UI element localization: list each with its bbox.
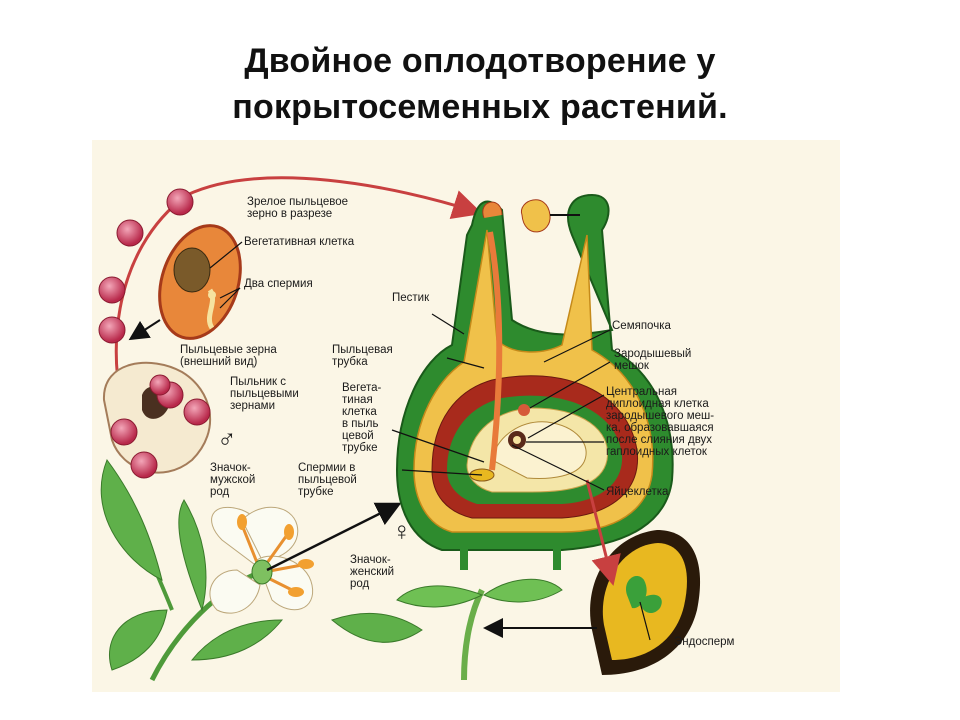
label-central-cell: Центральная диплоидная клетка зародышево… [606,386,715,458]
diagram-drawing [98,176,701,682]
mature-pollen-grain [158,224,242,340]
label-two-sperm: Два спермия [244,278,313,290]
label-male-sign: Значок- мужской род [210,462,256,498]
male-symbol: ♂ [217,424,237,454]
label-female-sign: Значок- женский род [350,554,395,590]
pistil-drawing [395,193,674,570]
label-egg-cell: Яйцеклетка [606,486,669,498]
leader-lines [209,241,651,641]
label-mature-grain: Зрелое пыльцевое зерно в разрезе [247,196,349,220]
seedling-drawing [396,578,563,681]
label-vegetative-cell: Вегетативная клетка [244,236,355,248]
anther-drawing [102,361,211,479]
title-line-1: Двойное оплодотворение у [244,42,716,80]
diagram-figure: Зрелое пыльцевое зерно в разрезе Вегетат… [92,140,840,692]
label-anther: Пыльник с пыльцевыми зернами [230,376,299,412]
label-pollen-grains: Пыльцевые зерна (внешний вид) [180,344,277,368]
label-endosperm: Эндосперм [674,636,735,648]
label-ovule: Семяпочка [612,320,671,332]
label-pollen-tube: Пыльцевая трубка [332,344,393,368]
pollen-grains-chain [98,188,194,344]
page-title: Двойное оплодотворение у покрытосеменных… [0,38,960,130]
label-pistil: Пестик [392,292,430,304]
seed-drawing [590,530,701,675]
label-embryo-sac: Зародышевый мешок [614,348,692,372]
male-flower-plant [100,458,423,682]
female-symbol: ♀ [392,516,412,546]
label-sperm-in-tube: Спермии в пыльцевой трубке [298,462,357,498]
label-veg-cell-in-tube: Вегета- тиная клетка в пыль цевой трубке [342,382,382,454]
title-line-2: покрытосеменных растений. [232,88,728,126]
